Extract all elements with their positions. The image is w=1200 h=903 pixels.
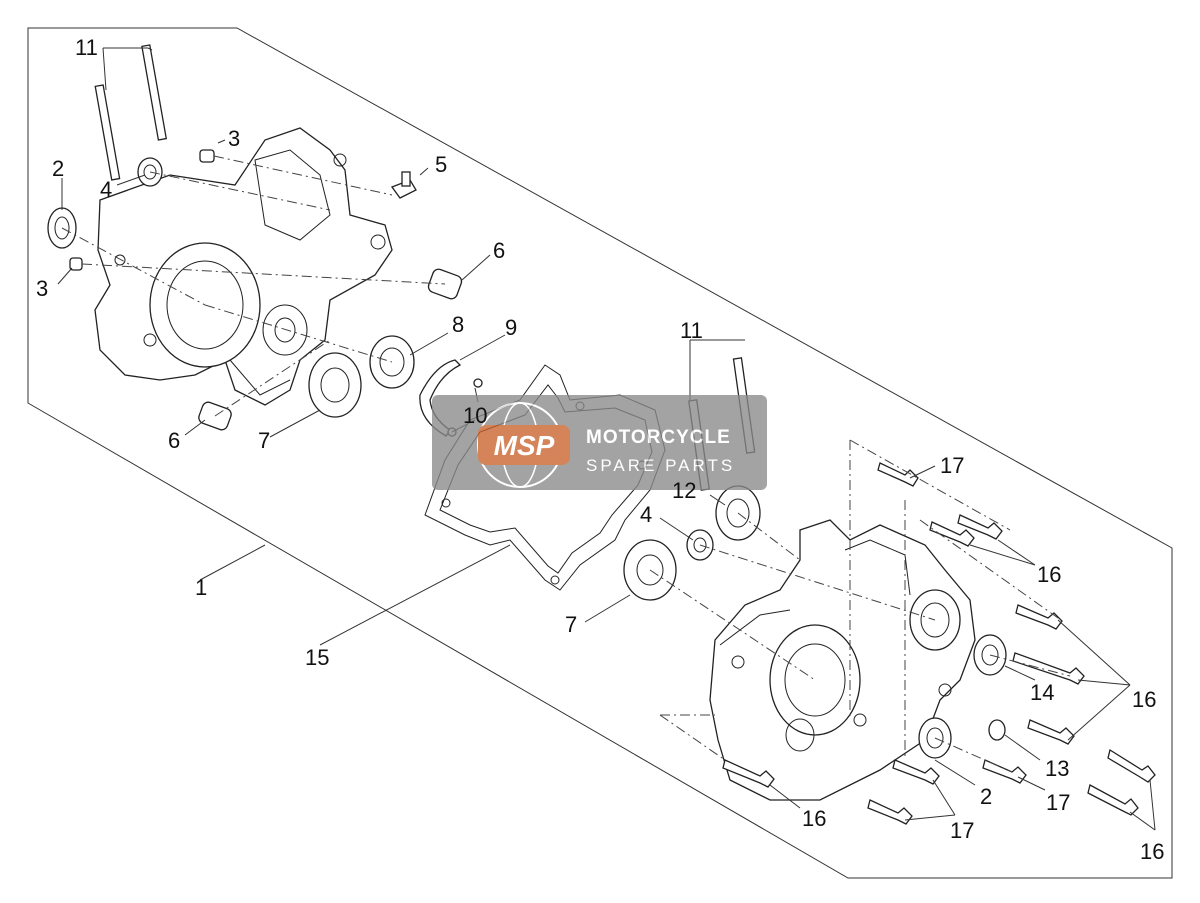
callout-17-top: 17 bbox=[940, 453, 964, 478]
callout-2-seal-right: 2 bbox=[980, 784, 992, 809]
callout-6-sleeve-right: 6 bbox=[493, 238, 505, 263]
callout-11-studs-left: 11 bbox=[75, 35, 98, 60]
callout-14: 14 bbox=[1030, 680, 1054, 705]
callout-16-bottom-left: 16 bbox=[802, 806, 826, 831]
callout-8: 8 bbox=[452, 312, 464, 337]
right-crankcase-half bbox=[709, 519, 976, 801]
left-crankcase-half bbox=[94, 127, 393, 406]
callout-13: 13 bbox=[1045, 756, 1069, 781]
callout-1: 1 bbox=[195, 575, 207, 600]
watermark-band bbox=[432, 395, 767, 490]
callout-11-studs-right: 11 bbox=[680, 318, 703, 343]
callout-10: 10 bbox=[463, 403, 487, 428]
callout-7-bearing-left: 7 bbox=[258, 428, 270, 453]
callout-12: 12 bbox=[672, 478, 696, 503]
callout-16-bottom-right: 16 bbox=[1140, 839, 1164, 864]
callout-3-dowel-left: 3 bbox=[36, 276, 48, 301]
watermark-logo: MSP bbox=[494, 430, 555, 461]
watermark-line2: SPARE PARTS bbox=[586, 456, 735, 475]
callout-4-bearing-left: 4 bbox=[100, 177, 112, 202]
callout-5: 5 bbox=[435, 152, 447, 177]
callout-2-seal-left: 2 bbox=[52, 156, 64, 181]
callout-9: 9 bbox=[505, 315, 517, 340]
callout-16-top: 16 bbox=[1037, 562, 1061, 587]
callout-6-sleeve-left: 6 bbox=[168, 428, 180, 453]
callout-15: 15 bbox=[305, 645, 329, 670]
leader-lines bbox=[57, 47, 1156, 831]
watermark: MSP MOTORCYCLE SPARE PARTS bbox=[432, 395, 767, 490]
alignment-lines bbox=[61, 155, 1071, 773]
callout-4-bearing-right: 4 bbox=[640, 502, 652, 527]
assembly-outline bbox=[27, 27, 1173, 879]
callout-16-right: 16 bbox=[1132, 687, 1156, 712]
callout-17-right: 17 bbox=[1046, 790, 1070, 815]
callout-17-bottom: 17 bbox=[950, 818, 974, 843]
callout-3-dowel-top: 3 bbox=[228, 126, 240, 151]
callout-labels: 1 2 2 3 3 4 4 5 6 6 7 7 8 9 10 11 11 12 … bbox=[36, 35, 1164, 864]
right-half-parts bbox=[623, 357, 1156, 825]
callout-7-bearing-right: 7 bbox=[565, 612, 577, 637]
watermark-line1: MOTORCYCLE bbox=[586, 427, 731, 448]
